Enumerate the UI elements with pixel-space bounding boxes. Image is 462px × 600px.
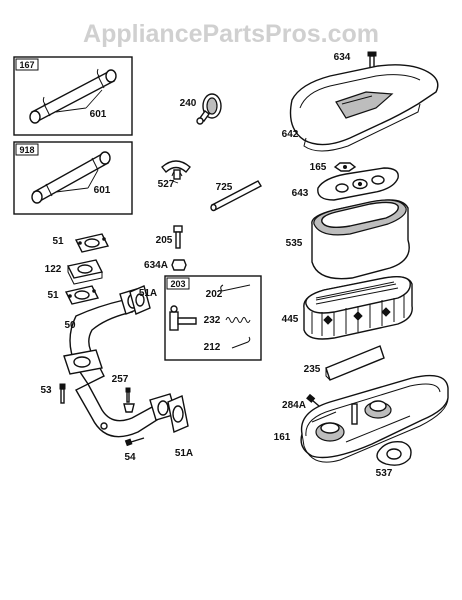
part-51-gasket-top [74,233,110,253]
part-535-precleaner [311,199,410,280]
label-240: 240 [180,98,197,109]
part-445-air-filter [303,275,413,340]
breather-tube-part-alt [31,151,111,204]
callout-box-167-title: 167 [19,60,34,70]
label-232: 232 [204,315,221,326]
label-54: 54 [124,452,136,463]
callout-box-203: 203 202 232 212 [164,275,262,361]
part-203-link-assembly [169,305,197,331]
callout-box-918: 918 601 [13,141,133,215]
label-284A: 284A [282,400,306,411]
part-257-screw [123,387,135,413]
callout-box-918-title: 918 [19,145,34,155]
label-161: 161 [274,432,291,443]
part-240-valve [196,93,222,125]
label-527: 527 [158,179,175,190]
part-232-spring [225,317,251,323]
breather-tube-part [29,68,117,124]
part-161-air-cleaner-base [300,374,449,463]
part-205-bolt [173,225,183,249]
label-122: 122 [45,264,62,275]
label-643: 643 [292,188,309,199]
part-212-link [231,336,251,349]
part-202-link [220,284,251,292]
callout-box-167: 167 601 [13,56,133,136]
part-642-air-cleaner-cover [289,64,439,152]
part-527-clamp [161,160,191,180]
part-634A-nut [171,259,187,271]
part-643-gasket [317,167,399,201]
part-165-wing-nut [333,162,357,172]
label-235: 235 [304,364,321,375]
part-54-screw [124,437,145,447]
label-51-top: 51 [52,236,64,247]
part-50-exhaust-pipe [63,287,177,438]
part-53-bolt [59,383,66,404]
label-51A-lower: 51A [175,448,193,459]
part-235-baffle [325,345,385,381]
part-122-spacer [66,259,104,285]
label-634A: 634A [144,260,168,271]
label-165: 165 [310,162,327,173]
label-202: 202 [206,289,223,300]
label-50: 50 [64,320,76,331]
label-257: 257 [112,374,129,385]
part-51A-gasket-lower [167,395,189,433]
part-537-gasket [376,441,412,466]
label-537: 537 [376,468,393,479]
label-212: 212 [204,342,221,353]
label-51A-upper: 51A [139,288,157,299]
label-725: 725 [216,182,233,193]
label-601-box167: 601 [90,109,107,120]
label-51-bottom: 51 [47,290,59,301]
label-601-box918: 601 [94,185,111,196]
label-205: 205 [156,235,173,246]
part-51-gasket-bottom [64,285,100,305]
part-51A-gasket-upper [129,285,151,315]
label-53: 53 [40,385,52,396]
label-445: 445 [282,314,299,325]
label-634: 634 [334,52,351,63]
callout-box-203-title: 203 [170,279,185,289]
part-725-pin [210,180,262,212]
label-535: 535 [286,238,303,249]
site-watermark: AppliancePartsPros.com [83,20,379,48]
label-642: 642 [282,129,299,140]
